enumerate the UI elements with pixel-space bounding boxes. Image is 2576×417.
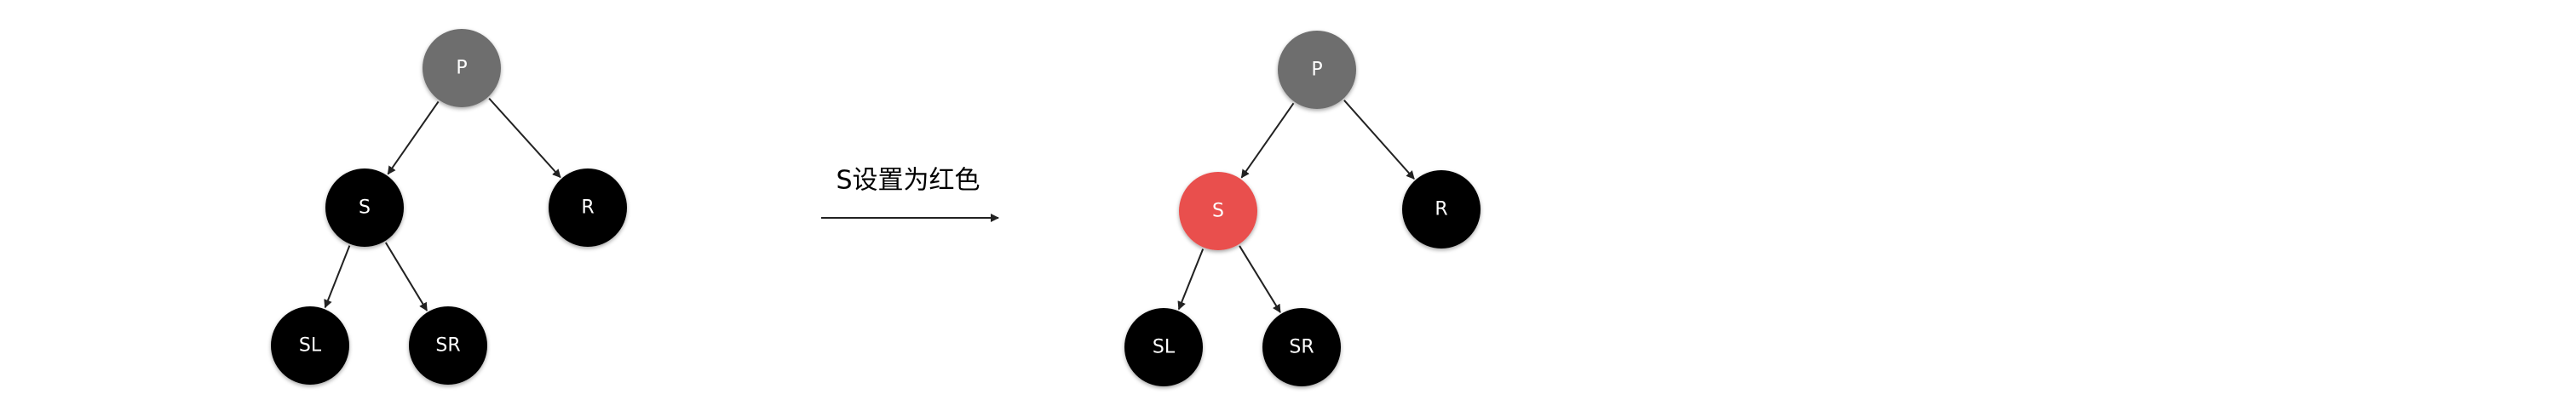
after-node-p-label: P	[1311, 60, 1322, 81]
after-node-sr-label: SR	[1289, 337, 1314, 358]
before-node-sr-circle	[409, 306, 487, 385]
before-edge-s-sr	[384, 242, 428, 311]
before-node-sl-circle	[271, 306, 349, 385]
before-node-p-label: P	[456, 58, 467, 79]
after-node-sl: SL	[1124, 308, 1203, 386]
before-edge-p-s	[387, 100, 440, 175]
before-node-sl-label: SL	[299, 335, 322, 357]
before-node-r-circle	[549, 169, 627, 247]
before-node-sr: SR	[409, 306, 487, 385]
after-node-sr-circle	[1262, 308, 1341, 386]
before-edge-s-sl	[324, 245, 351, 309]
before-node-s: S	[325, 169, 404, 247]
before-node-r: R	[549, 169, 627, 247]
before-edge-p-r	[488, 97, 561, 179]
after-node-p-circle	[1278, 31, 1356, 109]
after-edge-s-sr	[1239, 245, 1281, 313]
after-node-sl-label: SL	[1153, 337, 1176, 358]
operation-label: S设置为红色	[836, 166, 980, 196]
after-edge-p-s	[1240, 102, 1295, 179]
before-node-p-circle	[423, 29, 501, 107]
after-node-r: R	[1402, 170, 1481, 248]
after-node-sl-circle	[1124, 308, 1203, 386]
after-node-sr: SR	[1262, 308, 1341, 386]
before-node-sl: SL	[271, 306, 349, 385]
after-node-s: S	[1179, 172, 1257, 250]
before-node-sr-label: SR	[435, 335, 460, 357]
after-edge-s-sl	[1177, 248, 1205, 311]
after-edge-p-r	[1343, 100, 1415, 180]
before-node-s-label: S	[359, 197, 371, 219]
after-node-s-circle	[1179, 172, 1257, 250]
after-node-r-circle	[1402, 170, 1481, 248]
after-node-s-label: S	[1212, 201, 1224, 222]
before-node-s-circle	[325, 169, 404, 247]
operation-arrow-group: S设置为红色	[821, 166, 999, 222]
before-node-r-label: R	[581, 197, 594, 219]
before-node-p: P	[423, 29, 501, 107]
after-node-r-label: R	[1435, 199, 1447, 220]
after-node-p: P	[1278, 31, 1356, 109]
